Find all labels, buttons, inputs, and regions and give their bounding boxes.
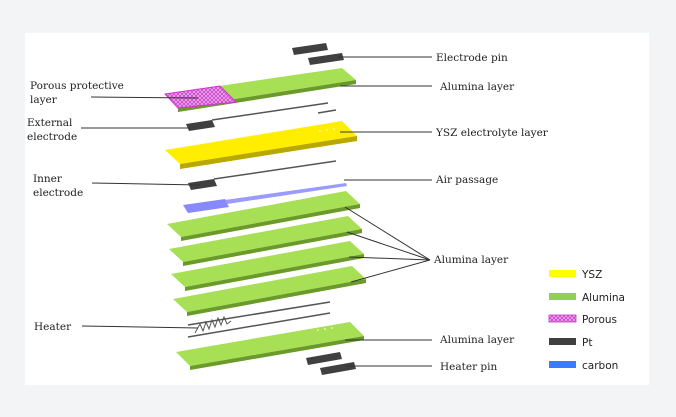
label-external-2: electrode [27,131,77,143]
label-external-1: External [27,117,73,129]
electrode-pins [292,43,344,65]
legend-label-ysz: YSZ [581,269,602,281]
legend-label-pt: Pt [582,337,592,349]
legend-swatch-carbon [549,361,576,368]
label-inner-1: Inner [33,173,63,185]
alumina-stack [167,191,366,316]
label-air-passage: Air passage [435,174,498,186]
label-porous-1: Porous protective [30,80,124,92]
legend-swatch-pt [549,338,576,345]
legend-label-carbon: carbon [582,360,618,372]
heater-pins [306,352,356,375]
legend-label-porous: Porous [582,314,617,326]
inner-electrode [188,160,337,190]
label-ysz: YSZ electrolyte layer [435,127,549,139]
alumina-top-layer [163,68,356,112]
legend-swatch-alumina [549,293,576,300]
label-electrode-pin: Electrode pin [436,52,508,64]
label-alumina-bottom: Alumina layer [439,334,515,346]
label-heater: Heater [34,321,72,333]
leader-lines [81,56,432,367]
legend-swatch-ysz [549,270,576,277]
label-porous-2: layer [30,94,58,106]
label-alumina-top: Alumina layer [439,81,515,93]
external-electrode [186,102,337,131]
label-heater-pin: Heater pin [440,361,498,373]
air-passage [183,183,347,213]
heater [187,301,331,338]
legend-swatch-porous [548,314,577,323]
label-inner-2: electrode [33,187,83,199]
label-alumina-mid: Alumina layer [433,254,509,266]
legend: YSZ Alumina Porous Pt carbon [548,269,625,372]
ysz-layer [165,121,357,169]
alumina-bottom-layer [176,322,364,370]
legend-label-alumina: Alumina [582,292,625,304]
